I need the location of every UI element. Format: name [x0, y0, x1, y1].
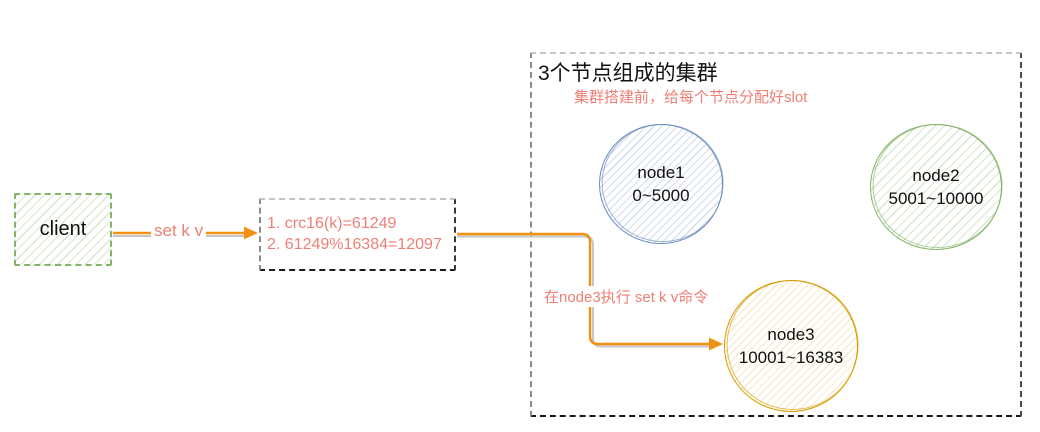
cluster-title: 3个节点组成的集群: [538, 62, 718, 85]
set-command-label: set k v: [151, 221, 207, 241]
hash-step-2: 2. 61249%16384=12097: [267, 236, 442, 253]
node3-slots: 10001~16383: [738, 348, 844, 367]
route-note: 在node3执行 set k v命令: [542, 286, 711, 307]
node1-slots: 0~5000: [632, 186, 690, 205]
node1-circle[interactable]: node1 0~5000: [599, 124, 723, 244]
client-box[interactable]: client: [14, 193, 112, 266]
cluster-container[interactable]: 3个节点组成的集群 集群搭建前，给每个节点分配好slot node1 0~500…: [530, 52, 1022, 417]
hash-box[interactable]: 1. crc16(k)=61249 2. 61249%16384=12097: [259, 198, 456, 271]
cluster-subtitle: 集群搭建前，给每个节点分配好slot: [574, 89, 808, 106]
hash-step-1: 1. crc16(k)=61249: [267, 215, 397, 232]
client-label: client: [39, 218, 87, 240]
node1-name: node1: [637, 163, 685, 182]
node2-name: node2: [912, 166, 960, 185]
node3-circle[interactable]: node3 10001~16383: [724, 280, 858, 412]
node3-name: node3: [767, 325, 815, 344]
node2-slots: 5001~10000: [888, 189, 984, 208]
client-to-hash-arrowhead: [244, 226, 258, 240]
node2-circle[interactable]: node2 5001~10000: [870, 124, 1002, 250]
